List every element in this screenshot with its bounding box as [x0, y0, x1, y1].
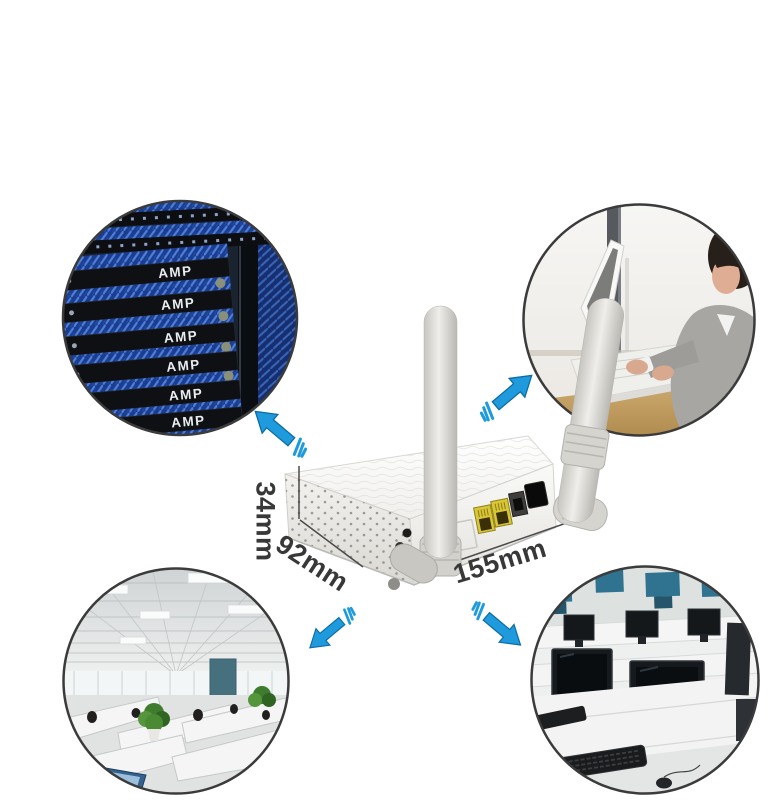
arrow-to-server-rack-icon [254, 410, 308, 458]
ethernet-ports [445, 480, 549, 553]
phone-port [507, 490, 529, 518]
patch-panel-row: AMP [63, 257, 232, 305]
hand [626, 359, 648, 375]
plant [138, 703, 170, 741]
inset-circle-border [530, 565, 760, 795]
amp-label: AMP [171, 413, 207, 431]
back-row-monitors [563, 608, 721, 647]
people-heads [87, 704, 270, 723]
lan-port-yellow [473, 504, 496, 535]
inset-circle-border [61, 199, 299, 437]
front-monitor-left [551, 648, 613, 725]
inset-circle-border [522, 203, 756, 437]
arrow-to-office-icon [309, 606, 356, 649]
plant [248, 686, 276, 707]
arrow-to-laptop-user-icon [479, 374, 533, 422]
antenna-right [552, 298, 624, 531]
patch-panels: AMP AMP AMP [63, 243, 244, 435]
inset-photo-server-rack: AMP AMP AMP [61, 199, 299, 437]
hand [652, 365, 674, 381]
patch-panel-row: AMP [63, 289, 234, 338]
antenna-joint [560, 424, 610, 470]
dimension-line-depth [299, 519, 364, 568]
inset-photo-computer-lab [530, 565, 760, 795]
inset-photo-open-office [62, 567, 290, 795]
antenna-left [388, 305, 462, 590]
keyboard [531, 705, 587, 731]
amp-label: AMP [160, 295, 196, 313]
router-device [284, 298, 624, 590]
inset-circle-border [62, 567, 290, 795]
rack-rail [238, 218, 258, 435]
rack-photo-content: AMP AMP AMP [63, 201, 297, 435]
window-wall [63, 671, 289, 697]
mouse [656, 777, 672, 789]
power-button [402, 528, 412, 538]
lan-port-yellow [490, 497, 513, 528]
amp-label: AMP [158, 263, 194, 281]
amp-label: AMP [166, 357, 202, 375]
fiber-port [523, 480, 549, 509]
amp-label: AMP [163, 328, 199, 346]
arrow-to-computer-lab-icon [471, 601, 522, 646]
amp-label: AMP [168, 386, 204, 404]
